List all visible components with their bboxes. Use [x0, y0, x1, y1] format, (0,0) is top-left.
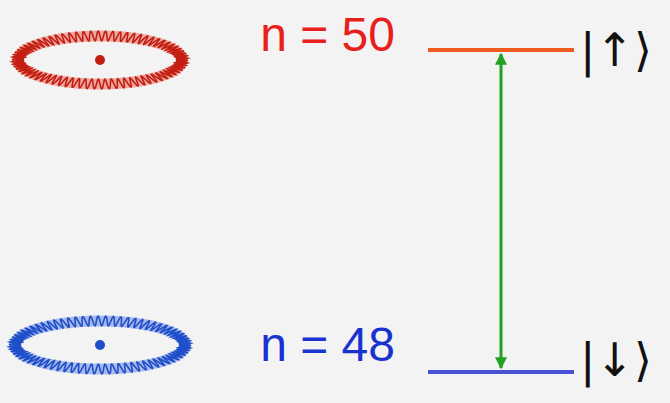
orbit-wave: [12, 31, 188, 89]
ket-label: |↑⟩: [580, 27, 652, 73]
energy-level: n = 50|↑⟩: [428, 48, 574, 52]
orbit-wave: [9, 316, 191, 374]
electron-dot: [95, 55, 105, 65]
energy-level: n = 48|↓⟩: [428, 370, 574, 374]
electron-dot: [95, 340, 105, 350]
rydberg-orbit: [12, 31, 188, 89]
rydberg-orbit: [9, 316, 191, 374]
quantum-number: n = 48: [260, 321, 395, 369]
ket-label: |↓⟩: [580, 337, 652, 383]
transition-arrow: [500, 54, 503, 368]
quantum-number: n = 50: [260, 11, 395, 59]
orbit-band: [15, 321, 185, 369]
